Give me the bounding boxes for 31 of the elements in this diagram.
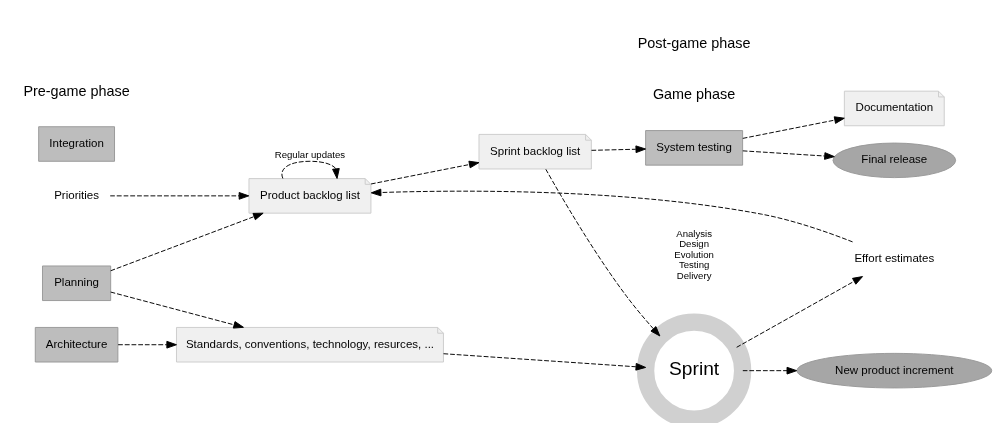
arrow: [281, 160, 340, 179]
label: Pre-game phase: [23, 82, 130, 99]
node-box: System testing: [645, 130, 744, 166]
arrow: [742, 116, 845, 139]
node-label: Delivery: [676, 269, 712, 281]
arrow: [109, 192, 250, 200]
node-label: Testing: [678, 259, 710, 271]
arrow: [370, 188, 854, 243]
arrow: [545, 168, 661, 337]
arrow: [370, 160, 480, 185]
node-box: Architecture: [34, 326, 119, 363]
arrow: [742, 150, 835, 160]
node-ellipse: Final release: [832, 142, 957, 179]
arrow: [110, 212, 264, 272]
arrow: [742, 366, 798, 375]
arrow: [443, 353, 647, 371]
node-box: Planning: [42, 265, 112, 302]
node-box: Integration: [38, 126, 115, 162]
arrow: [591, 145, 647, 154]
label: Post-game phase: [637, 34, 751, 51]
node-ellipse: New product increment: [796, 352, 993, 389]
arrow: [117, 340, 177, 349]
node-text: Effort estimates: [854, 252, 935, 265]
arrow: [110, 291, 244, 329]
arrow: [736, 276, 863, 348]
node-label: Analysis: [676, 227, 712, 239]
label: Game phase: [652, 86, 736, 103]
node-label: Evolution: [674, 248, 714, 260]
edge-label: Regular updates: [274, 149, 346, 161]
node-text: Priorities: [54, 188, 99, 201]
node-label: Design: [679, 238, 710, 250]
